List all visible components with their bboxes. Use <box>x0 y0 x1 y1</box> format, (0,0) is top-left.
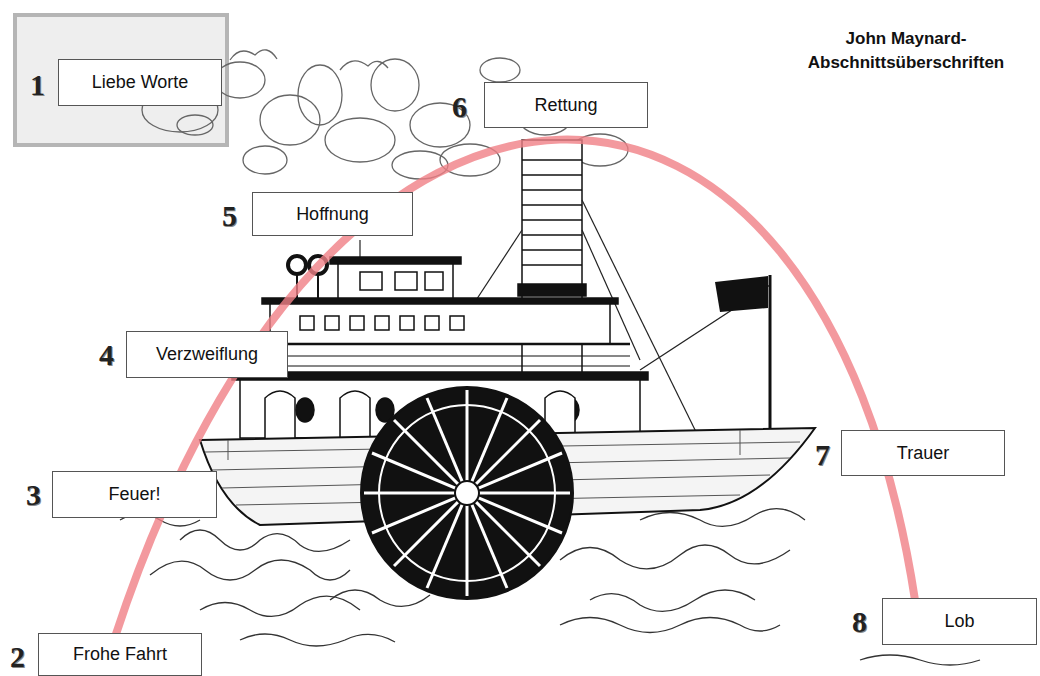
callout-number: 8 <box>852 607 867 637</box>
heading-text: Frohe Fahrt <box>73 644 167 665</box>
heading-text: Trauer <box>897 443 949 464</box>
callout-number: 1 <box>30 70 45 100</box>
heading-text: Feuer! <box>108 484 160 505</box>
heading-text: Liebe Worte <box>92 72 189 93</box>
callout-number: 7 <box>815 440 830 470</box>
heading-box: Rettung <box>484 82 648 128</box>
heading-box: Trauer <box>841 430 1005 476</box>
heading-box: Frohe Fahrt <box>38 633 202 676</box>
heading-box: Feuer! <box>52 471 217 518</box>
callout-number: 4 <box>99 340 114 370</box>
page-title: John Maynard- Abschnittsüberschriften <box>790 27 1022 75</box>
heading-text: Rettung <box>534 95 597 116</box>
heading-box: Hoffnung <box>252 192 413 236</box>
heading-box: Liebe Worte <box>58 59 222 106</box>
callout-number: 2 <box>10 642 25 672</box>
callout-number: 3 <box>26 480 41 510</box>
heading-text: Verzweiflung <box>156 344 258 365</box>
heading-text: Hoffnung <box>296 204 369 225</box>
callout-number: 6 <box>452 92 467 122</box>
heading-box: Lob <box>882 598 1037 645</box>
heading-box: Verzweiflung <box>126 331 288 378</box>
callout-number: 5 <box>222 201 237 231</box>
heading-text: Lob <box>944 611 974 632</box>
